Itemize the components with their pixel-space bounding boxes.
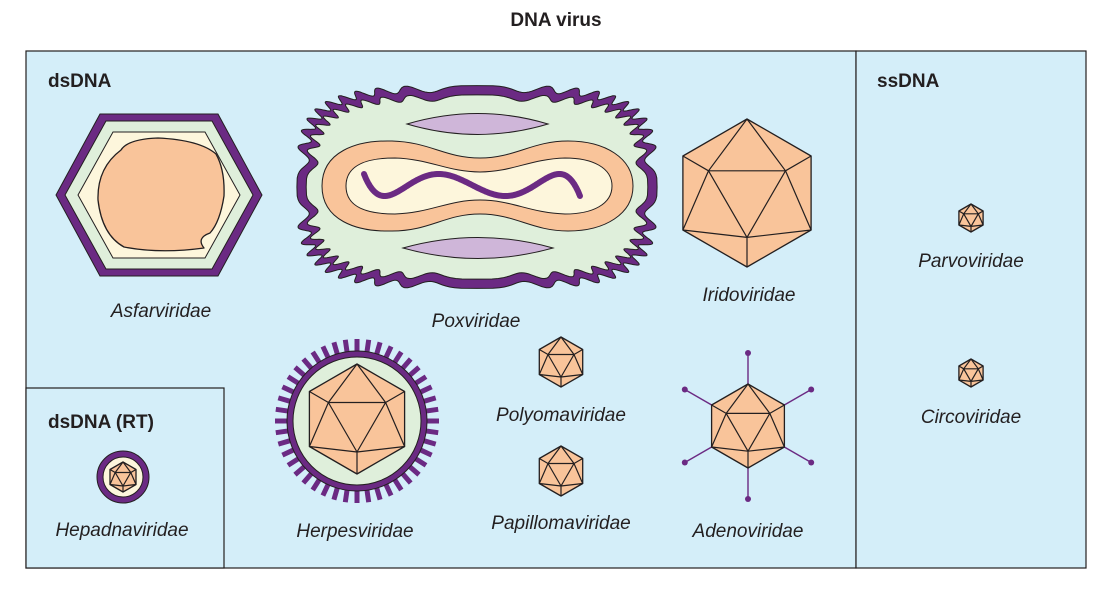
label-hepadnaviridae: Hepadnaviridae [55, 520, 188, 541]
ssdna-panel [855, 50, 1087, 569]
fiber-knob [808, 386, 815, 393]
capsid-facets [538, 336, 584, 387]
fiber-knob [745, 496, 751, 502]
capsid-facets [538, 445, 584, 496]
papillomaviridae-virion [538, 445, 584, 497]
label-iridoviridae: Iridoviridae [703, 285, 796, 306]
herpesviridae-virion [275, 339, 439, 503]
fiber [782, 388, 812, 407]
circoviridae-virion [958, 358, 984, 388]
label-herpesviridae: Herpesviridae [296, 521, 413, 542]
label-adenoviridae: Adenoviridae [692, 521, 804, 542]
poxviridae-virion [296, 85, 658, 289]
capsid-facets [711, 383, 785, 468]
polyomaviridae-virion [538, 336, 584, 388]
fiber-knob [681, 386, 688, 393]
capsid-facets [958, 203, 984, 232]
fiber [782, 445, 812, 464]
group-label-ssdna: ssDNA [877, 71, 940, 92]
fiber [684, 388, 714, 407]
capsid-facets [958, 358, 984, 387]
envelope-spikes [275, 339, 439, 503]
label-parvoviridae: Parvoviridae [918, 251, 1024, 272]
group-label-dsdna-rt: dsDNA (RT) [48, 412, 154, 433]
label-papillomaviridae: Papillomaviridae [491, 513, 630, 534]
label-poxviridae: Poxviridae [432, 311, 521, 332]
hepadnaviridae-virion [96, 450, 150, 504]
diagram-title: DNA virus [510, 10, 601, 31]
label-asfarviridae: Asfarviridae [110, 301, 211, 322]
group-label-dsdna: dsDNA [48, 71, 112, 92]
fiber-knob [681, 459, 688, 466]
iridoviridae-virion [682, 118, 812, 268]
capsid-facets [682, 118, 812, 267]
label-circoviridae: Circoviridae [921, 407, 1021, 428]
capsid-facets [308, 363, 406, 474]
fiber-knob [808, 459, 815, 466]
asfarviridae-virion [55, 113, 263, 277]
label-polyomaviridae: Polyomaviridae [496, 405, 626, 426]
fiber [684, 445, 714, 464]
fiber-knob [745, 350, 751, 356]
capsid-facets [109, 461, 137, 492]
adenoviridae-virion [681, 350, 815, 502]
parvoviridae-virion [958, 203, 984, 233]
